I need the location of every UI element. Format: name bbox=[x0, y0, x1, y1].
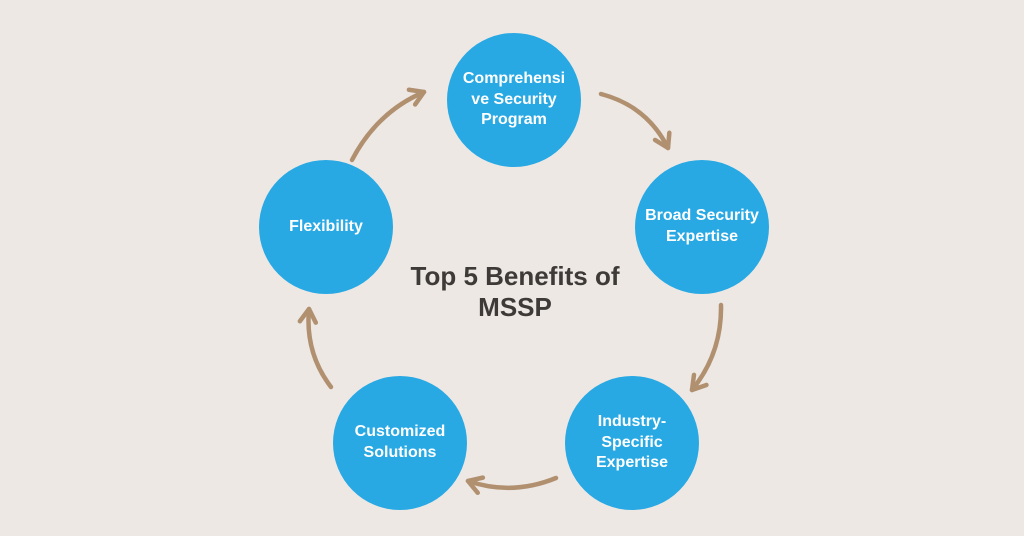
arrow-comprehensive-to-broad-icon bbox=[598, 91, 672, 151]
node-comprehensive-security-program: Comprehensi ve Security Program bbox=[447, 33, 581, 167]
node-customized-solutions: Customized Solutions bbox=[333, 376, 467, 510]
arrow-broad-to-industry-icon bbox=[689, 302, 724, 393]
node-broad-security-expertise: Broad Security Expertise bbox=[635, 160, 769, 294]
diagram-title: Top 5 Benefits of MSSP bbox=[410, 261, 620, 323]
node-industry-specific-expertise: Industry- Specific Expertise bbox=[565, 376, 699, 510]
node-label: Broad Security Expertise bbox=[645, 207, 759, 245]
arrow-flexibility-to-comprehensive-icon bbox=[349, 87, 427, 163]
arrow-industry-to-customized-icon bbox=[465, 475, 559, 496]
arrow-customized-to-flexibility-icon bbox=[297, 306, 334, 390]
node-label: Flexibility bbox=[289, 217, 363, 235]
node-label: Comprehensi ve Security Program bbox=[462, 69, 566, 129]
node-label: Industry- Specific Expertise bbox=[595, 412, 669, 472]
node-label: Customized Solutions bbox=[354, 423, 446, 461]
node-flexibility: Flexibility bbox=[259, 160, 393, 294]
